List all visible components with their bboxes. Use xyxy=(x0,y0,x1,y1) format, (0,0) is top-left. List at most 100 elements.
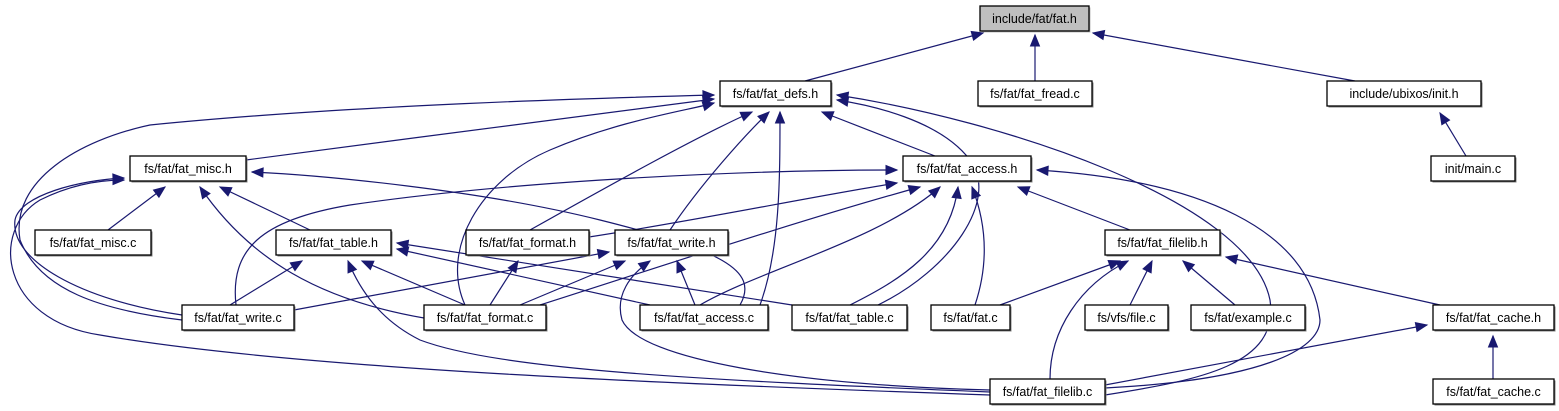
node-fat-write-h[interactable]: fs/fat/fat_write.h xyxy=(614,229,730,257)
edge-fat-filelib-c-to-fat-filelib-h xyxy=(1049,260,1130,380)
edge-fat-format-c-to-fat-format-h xyxy=(489,259,519,306)
node-box[interactable] xyxy=(275,229,392,256)
edge-line xyxy=(529,111,753,231)
edge-line xyxy=(199,186,425,319)
edge-fat-format-c-to-fat-defs-h xyxy=(456,101,716,306)
edge-line xyxy=(836,99,980,306)
node-fat-format-c[interactable]: fs/fat/fat_format.c xyxy=(423,304,548,332)
node-box[interactable] xyxy=(1326,80,1482,107)
arrowhead-icon xyxy=(395,246,410,257)
arrowhead-icon xyxy=(907,184,922,196)
node-box[interactable] xyxy=(930,304,1011,331)
edge-line xyxy=(245,98,715,161)
node-box[interactable] xyxy=(1104,229,1221,256)
edge-line xyxy=(251,171,746,306)
edge-line xyxy=(821,111,936,157)
node-vfs-file-c[interactable]: fs/vfs/file.c xyxy=(1084,304,1170,332)
node-box[interactable] xyxy=(129,155,247,182)
node-fat-format-h[interactable]: fs/fat/fat_format.h xyxy=(465,229,591,257)
node-fat-cache-c[interactable]: fs/fat/fat_cache.c xyxy=(1432,378,1556,406)
arrowhead-icon xyxy=(347,259,358,274)
node-label: fs/fat/fat_table.c xyxy=(805,311,893,325)
node-box[interactable] xyxy=(1190,304,1306,331)
edge-line xyxy=(229,260,303,306)
edge-line xyxy=(759,111,781,306)
node-fat-access-h[interactable]: fs/fat/fat_access.h xyxy=(902,155,1033,183)
edge-line xyxy=(234,169,898,306)
arrowhead-icon xyxy=(360,260,375,271)
node-label: fs/fat/fat_table.h xyxy=(289,236,378,250)
edge-line xyxy=(456,102,715,306)
edge-line xyxy=(669,111,770,231)
edge-fat-defs-h-to-fat-h xyxy=(804,30,985,82)
node-box[interactable] xyxy=(989,378,1106,405)
edge-fat-fread-c-to-fat-h xyxy=(1029,33,1041,81)
arrowhead-icon xyxy=(739,111,754,122)
node-fat-filelib-c[interactable]: fs/fat/fat_filelib.c xyxy=(989,378,1107,406)
node-fat-table-c[interactable]: fs/fat/fat_table.c xyxy=(791,304,909,332)
edge-fat-access-h-to-fat-defs-h xyxy=(820,111,936,157)
edge-fat-filelib-c-to-fat-cache-h xyxy=(1104,321,1429,386)
node-label: fs/fat/fat_cache.c xyxy=(1446,385,1541,399)
node-label: fs/fat/fat.c xyxy=(943,311,997,325)
arrowhead-icon xyxy=(1224,254,1239,265)
edge-line xyxy=(1104,324,1428,386)
node-box[interactable] xyxy=(614,229,729,256)
node-label: fs/fat/fat_cache.h xyxy=(1446,311,1541,325)
edge-fat-write-c-to-fat-write-h xyxy=(293,248,611,311)
node-fat-defs-h[interactable]: fs/fat/fat_defs.h xyxy=(719,80,833,108)
node-fat-filelib-h[interactable]: fs/fat/fat_filelib.h xyxy=(1104,229,1222,257)
node-fat-cache-h[interactable]: fs/fat/fat_cache.h xyxy=(1432,304,1556,332)
node-fat-table-h[interactable]: fs/fat/fat_table.h xyxy=(275,229,393,257)
edge-fat-format-h-to-fat-defs-h xyxy=(529,111,754,231)
node-box[interactable] xyxy=(979,5,1090,32)
node-box[interactable] xyxy=(639,304,769,331)
edge-line xyxy=(14,177,183,316)
node-box[interactable] xyxy=(902,155,1032,182)
edge-line xyxy=(999,260,1121,306)
node-label: fs/fat/fat_write.h xyxy=(627,236,715,250)
node-fat-c[interactable]: fs/fat/fat.c xyxy=(930,304,1012,332)
node-fat-misc-c[interactable]: fs/fat/fat_misc.c xyxy=(34,229,153,257)
edge-line xyxy=(219,186,311,231)
edge-line xyxy=(699,186,941,306)
node-main-c[interactable]: init/main.c xyxy=(1430,155,1517,183)
node-label: include/fat/fat.h xyxy=(992,12,1077,26)
node-fat-access-c[interactable]: fs/fat/fat_access.c xyxy=(639,304,770,332)
node-init-h[interactable]: include/ubixos/init.h xyxy=(1326,80,1483,108)
node-label: fs/fat/fat_filelib.c xyxy=(1003,385,1093,399)
node-box[interactable] xyxy=(1084,304,1169,331)
node-box[interactable] xyxy=(34,229,152,256)
arrowhead-icon xyxy=(1016,186,1031,197)
node-fat-write-c[interactable]: fs/fat/fat_write.c xyxy=(181,304,296,332)
node-box[interactable] xyxy=(719,80,832,107)
node-box[interactable] xyxy=(791,304,908,331)
node-fat-fread-c[interactable]: fs/fat/fat_fread.c xyxy=(977,80,1094,108)
node-fat-h[interactable]: include/fat/fat.h xyxy=(979,5,1091,33)
edge-fat-access-c-to-fat-table-h xyxy=(395,246,651,306)
arrowhead-icon xyxy=(1414,321,1429,333)
arrowhead-icon xyxy=(199,185,211,200)
node-label: fs/fat/fat_write.c xyxy=(194,311,282,325)
arrowhead-icon xyxy=(885,164,899,176)
edge-fat-access-c-to-fat-access-h xyxy=(699,186,941,306)
node-box[interactable] xyxy=(181,304,295,331)
edge-fat-table-c-to-fat-table-h xyxy=(395,239,793,306)
node-box[interactable] xyxy=(977,80,1093,107)
edges-layer xyxy=(10,29,1499,396)
node-box[interactable] xyxy=(1432,378,1555,405)
node-label: fs/fat/fat_access.h xyxy=(917,162,1018,176)
node-box[interactable] xyxy=(423,304,547,331)
edge-fat-cache-h-to-fat-filelib-h xyxy=(1224,254,1441,306)
edge-fat-access-c-to-fat-defs-h xyxy=(759,110,786,306)
edge-line xyxy=(971,186,985,306)
node-box[interactable] xyxy=(465,229,590,256)
node-box[interactable] xyxy=(1432,304,1555,331)
node-fat-misc-h[interactable]: fs/fat/fat_misc.h xyxy=(129,155,248,183)
node-example-c[interactable]: fs/fat/example.c xyxy=(1190,304,1307,332)
node-label: fs/vfs/file.c xyxy=(1097,311,1155,325)
arrowhead-icon xyxy=(289,260,304,272)
node-box[interactable] xyxy=(1430,155,1516,182)
edge-line xyxy=(1225,256,1441,306)
